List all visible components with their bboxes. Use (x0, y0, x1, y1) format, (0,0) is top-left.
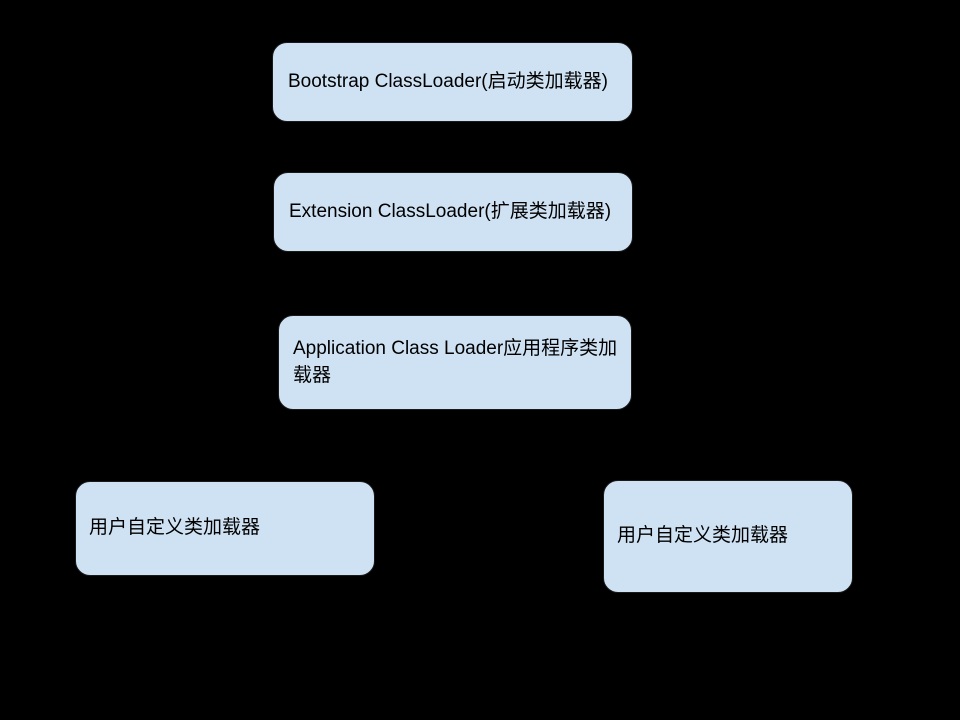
node-application-classloader: Application Class Loader应用程序类加 载器 (278, 315, 632, 410)
node-bootstrap-classloader: Bootstrap ClassLoader(启动类加载器) (272, 42, 633, 122)
node-user-defined-classloader-right: 用户自定义类加载器 (603, 480, 853, 593)
node-user-defined-classloader-left: 用户自定义类加载器 (75, 481, 375, 576)
node-extension-classloader: Extension ClassLoader(扩展类加载器) (273, 172, 633, 252)
node-user-defined-classloader-left-label: 用户自定义类加载器 (89, 517, 261, 539)
node-extension-classloader-label: Extension ClassLoader(扩展类加载器) (289, 200, 612, 222)
node-application-classloader-label: Application Class Loader应用程序类加 载器 (293, 337, 618, 386)
node-bootstrap-classloader-label: Bootstrap ClassLoader(启动类加载器) (288, 70, 608, 92)
node-user-defined-classloader-right-label: 用户自定义类加载器 (617, 525, 789, 547)
